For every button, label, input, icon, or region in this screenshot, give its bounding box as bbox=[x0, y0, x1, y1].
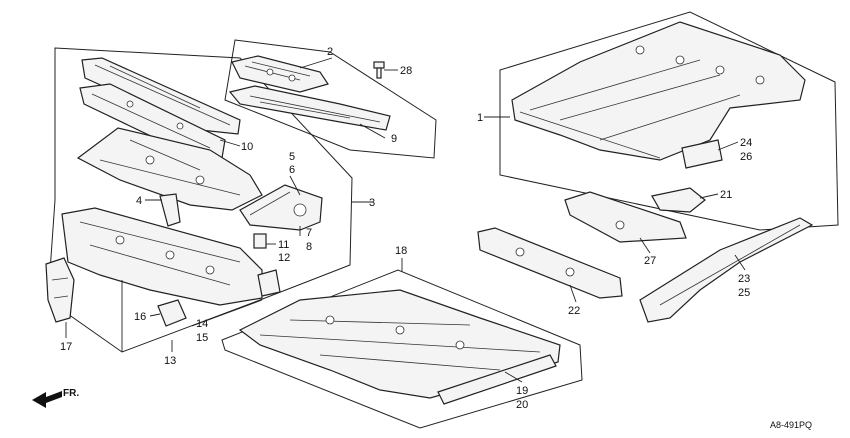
callout-28: 28 bbox=[400, 65, 412, 77]
front-direction-arrow bbox=[32, 391, 62, 408]
callout-13: 13 bbox=[164, 355, 176, 367]
rear-crossmember bbox=[564, 191, 687, 243]
callout-numbers: 1 2 3 4 5 6 7 8 9 10 11 12 13 14 15 16 1… bbox=[60, 46, 752, 411]
callout-4: 4 bbox=[136, 195, 142, 207]
callout-25: 25 bbox=[738, 287, 750, 299]
rear-floor-pan bbox=[511, 21, 806, 161]
dashboard-side-brace bbox=[239, 184, 323, 231]
callout-8: 8 bbox=[306, 241, 312, 253]
callout-7: 7 bbox=[306, 227, 312, 239]
callout-22: 22 bbox=[568, 305, 580, 317]
callout-19: 19 bbox=[516, 385, 528, 397]
callout-12: 12 bbox=[278, 252, 290, 264]
callout-9: 9 bbox=[391, 133, 397, 145]
front-floor-side-sill bbox=[437, 354, 557, 405]
floor-bracket bbox=[157, 299, 187, 327]
rear-floor-bracket bbox=[681, 139, 723, 169]
side-bracket bbox=[45, 257, 75, 323]
front-bulkhead bbox=[61, 207, 281, 306]
callout-21: 21 bbox=[720, 189, 732, 201]
callout-1: 1 bbox=[477, 112, 483, 124]
callout-15: 15 bbox=[196, 332, 208, 344]
front-floor-pan bbox=[238, 289, 561, 399]
callout-10: 10 bbox=[241, 141, 253, 153]
callout-16: 16 bbox=[134, 311, 146, 323]
front-floor-group-frame bbox=[221, 269, 583, 429]
callout-6: 6 bbox=[289, 164, 295, 176]
callout-3: 3 bbox=[369, 197, 375, 209]
callout-26: 26 bbox=[740, 151, 752, 163]
callout-27: 27 bbox=[644, 255, 656, 267]
dashboard-bracket bbox=[159, 193, 181, 227]
callout-17: 17 bbox=[60, 341, 72, 353]
dashboard-clip bbox=[253, 233, 267, 249]
dashboard-lower-panel bbox=[76, 127, 263, 211]
cowl-group-frame bbox=[224, 39, 437, 159]
callout-18: 18 bbox=[395, 245, 407, 257]
callout-5: 5 bbox=[289, 151, 295, 163]
rear-floor-plate bbox=[651, 187, 706, 213]
callout-11: 11 bbox=[278, 239, 289, 251]
front-direction-label: FR. bbox=[63, 388, 79, 399]
leader-lines bbox=[65, 57, 746, 383]
cowl-lower-panel bbox=[228, 85, 391, 131]
callout-2: 2 bbox=[327, 46, 333, 58]
dashboard-upper-panel bbox=[79, 57, 241, 159]
flange-bolt bbox=[373, 61, 385, 79]
callout-14: 14 bbox=[196, 318, 208, 330]
middle-crossmember bbox=[477, 227, 623, 299]
cowl-top-panel bbox=[231, 55, 329, 93]
drawing-code: A8-491PQ bbox=[770, 420, 812, 430]
callout-24: 24 bbox=[740, 137, 752, 149]
callout-23: 23 bbox=[738, 273, 750, 285]
callout-20: 20 bbox=[516, 399, 528, 411]
rear-floor-group-frame bbox=[499, 11, 839, 231]
